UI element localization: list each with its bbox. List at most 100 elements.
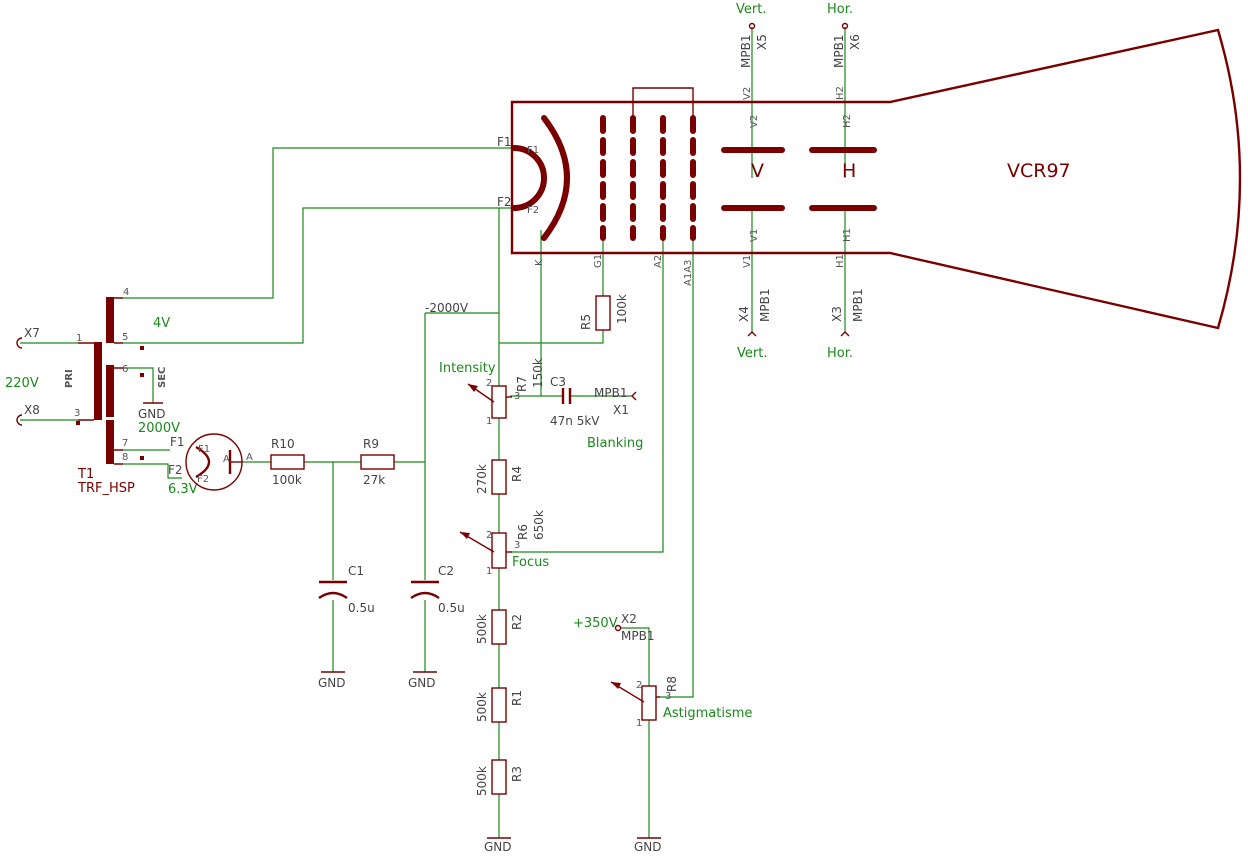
- svg-text:3: 3: [514, 391, 520, 402]
- x5-name: X5: [755, 34, 769, 50]
- resistor-r3: 500k R3: [475, 759, 524, 796]
- x8-name: X8: [24, 403, 40, 417]
- rectifier-f1-inner: F1: [198, 444, 210, 455]
- t1-pin-5: 5: [122, 332, 128, 343]
- svg-text:2: 2: [636, 680, 642, 691]
- r5-value: 100k: [615, 294, 629, 324]
- pot-r8-astigmatisme: 2 3 1 R8 Astigmatisme: [610, 676, 752, 729]
- r3-name: R3: [510, 766, 524, 782]
- x5-type: MPB1: [739, 35, 753, 68]
- svg-text:3: 3: [514, 540, 520, 551]
- x4-label: Vert.: [737, 346, 767, 361]
- x5-pin: [748, 22, 756, 30]
- x4-type: MPB1: [758, 289, 772, 322]
- r10-value: 100k: [272, 473, 302, 487]
- svg-text:1: 1: [486, 416, 492, 427]
- t1-pin-4: 4: [123, 287, 129, 298]
- tube-pin-a2: A2: [653, 255, 664, 268]
- crt-tube: V H VCR97 F1 F2 F1 F2 K G1 A2 A1A3 V2 V2…: [497, 28, 1242, 330]
- resistor-r9: [360, 454, 395, 470]
- x3-label: Hor.: [827, 346, 853, 361]
- t1-part: TRF_HSP: [77, 481, 135, 496]
- connector-x1: MPB1 X1 Blanking: [587, 386, 643, 451]
- x6-type: MPB1: [832, 35, 846, 68]
- r2-value: 500k: [475, 614, 489, 644]
- r9-name: R9: [363, 437, 379, 451]
- tube-pin-k: K: [534, 259, 545, 266]
- net-labels: -2000V GND GND GND GND: [318, 301, 662, 854]
- tube-pin-g1: G1: [593, 254, 604, 268]
- r7-value: 150k: [531, 358, 545, 388]
- rectifier-a-outer: A: [246, 452, 253, 463]
- rectifier-a-inner: A: [223, 454, 230, 465]
- tube-pin-v1-inner: V1: [749, 229, 760, 242]
- x7-pin: [16, 337, 23, 349]
- t1-pin-1: 1: [76, 333, 82, 344]
- rectifier-f1-outer: F1: [170, 435, 185, 449]
- transformer-secondary-2000v: [106, 365, 114, 417]
- svg-text:1: 1: [636, 718, 642, 729]
- x1-pin: [631, 391, 637, 401]
- resistor-r2: 500k R2: [475, 609, 524, 645]
- transformer-leads: [78, 297, 123, 465]
- t1-name: T1: [77, 467, 94, 482]
- t1-gnd-label: GND: [138, 407, 166, 421]
- x2-name: X2: [621, 612, 637, 626]
- x1-name: X1: [613, 403, 629, 417]
- tube-pin-v2-inner: V2: [749, 115, 760, 128]
- x1-label: Blanking: [587, 436, 643, 451]
- wires: [20, 27, 846, 838]
- x2-label: +350V: [573, 616, 618, 631]
- c3-value: 47n 5kV: [550, 414, 600, 428]
- transformer-secondary-4v: [106, 297, 114, 343]
- t1-6v3-label: 6.3V: [168, 482, 198, 497]
- deflection-h-label: H: [842, 160, 856, 182]
- mains-label: 220V: [5, 376, 39, 391]
- r9-value: 27k: [363, 473, 385, 487]
- gnd-label-r8: GND: [634, 840, 662, 854]
- resistor-r4: 270k R4: [475, 459, 524, 495]
- tube-pin-f2-inner: F2: [527, 205, 539, 216]
- transformer-t1: 1 3 4 5 6 7 8 PRI SEC 4V 2000V 6.3V T1 T…: [5, 287, 198, 497]
- c2-plate-bottom: [410, 591, 440, 599]
- r6-name: R6: [516, 524, 530, 540]
- t1-2000v-label: 2000V: [138, 421, 180, 436]
- gnd-label-c2: GND: [408, 676, 436, 690]
- r6-value: 650k: [532, 510, 546, 540]
- x7-name: X7: [24, 326, 40, 340]
- deflection-v-label: V: [751, 160, 764, 182]
- gnd-label-c1: GND: [318, 676, 346, 690]
- resistor-r1: 500k R1: [475, 687, 524, 723]
- pot-r6-focus: 2 3 1 R6 650k Focus: [459, 510, 549, 577]
- x8-pin: [16, 414, 23, 426]
- x6-label: Hor.: [827, 2, 853, 17]
- rectifier-f2-inner: F2: [197, 474, 209, 485]
- x2-pin: [614, 624, 622, 632]
- tube-pin-f2: F2: [497, 195, 512, 209]
- tube-pin-h1-inner: H1: [842, 228, 853, 242]
- r2-name: R2: [510, 614, 524, 630]
- resistor-r10: [270, 454, 305, 470]
- c3-name: C3: [550, 375, 566, 389]
- transformer-secondary-6v3: [106, 420, 114, 464]
- svg-text:2: 2: [486, 378, 492, 389]
- tube-pin-h2-inner: H2: [842, 114, 853, 128]
- x1-type: MPB1: [594, 386, 627, 400]
- cathode-arc: [541, 115, 570, 241]
- x2-type: MPB1: [621, 629, 654, 643]
- r6-label: Focus: [512, 555, 549, 570]
- x3-name: X3: [830, 306, 844, 322]
- tube-outline: [510, 28, 1242, 330]
- tube-pin-f1-inner: F1: [527, 145, 539, 156]
- t1-pin-7: 7: [122, 438, 128, 449]
- gnd-label-divider: GND: [484, 840, 512, 854]
- t1-pri-label: PRI: [64, 369, 75, 388]
- c2-name: C2: [438, 564, 454, 578]
- tube-pin-h1-outer: H1: [835, 254, 846, 268]
- tube-pin-a1a3: A1A3: [683, 260, 694, 286]
- r10-name: R10: [271, 437, 295, 451]
- pot-r7-intensity: 2 3 1 Intensity R7 150k: [439, 358, 545, 427]
- hv-net-label: -2000V: [425, 301, 469, 315]
- svg-text:3: 3: [665, 691, 671, 702]
